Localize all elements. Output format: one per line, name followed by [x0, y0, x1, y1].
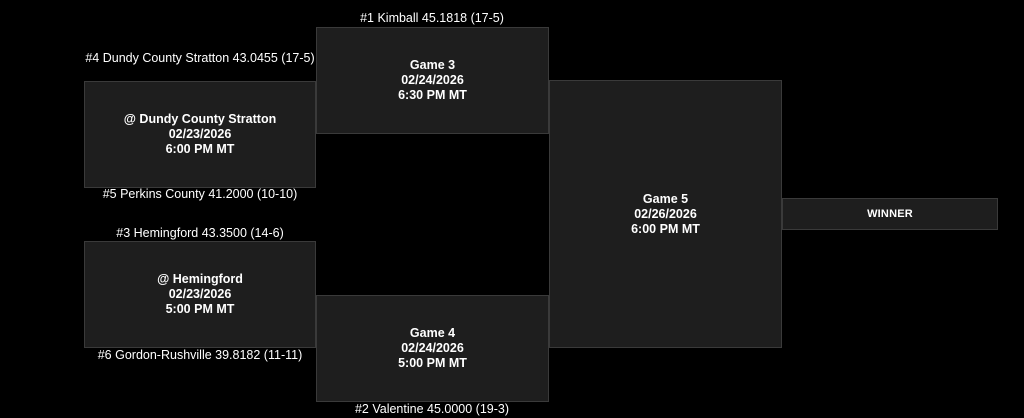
game-4-box[interactable]: Game 4 02/24/2026 5:00 PM MT — [316, 295, 549, 402]
game-3-title: Game 3 — [409, 58, 456, 72]
game-3-date: 02/24/2026 — [401, 73, 464, 87]
game-2-box[interactable]: @ Hemingford 02/23/2026 5:00 PM MT — [84, 241, 316, 348]
game-5-title: Game 5 — [642, 191, 689, 206]
game-5-date: 02/26/2026 — [634, 206, 697, 221]
game-4-time: 5:00 PM MT — [398, 356, 467, 370]
game-2-title: @ Hemingford — [157, 272, 243, 286]
seed-6-label: #6 Gordon-Rushville 39.8182 (11-11) — [97, 348, 303, 362]
game-3-box[interactable]: Game 3 02/24/2026 6:30 PM MT — [316, 27, 549, 134]
game-4-title: Game 4 — [409, 326, 456, 340]
winner-box[interactable]: WINNER — [782, 198, 998, 230]
winner-label: WINNER — [867, 207, 913, 220]
game-5-box[interactable]: Game 5 02/26/2026 6:00 PM MT — [549, 80, 782, 348]
seed-4-label: #4 Dundy County Stratton 43.0455 (17-5) — [85, 51, 315, 65]
seed-1-label: #1 Kimball 45.1818 (17-5) — [360, 11, 504, 25]
game-3-time: 6:30 PM MT — [398, 88, 467, 102]
game-1-title: @ Dundy County Stratton — [123, 112, 277, 126]
game-2-date: 02/23/2026 — [168, 287, 232, 301]
game-1-time: 6:00 PM MT — [165, 142, 235, 156]
seed-3-label: #3 Hemingford 43.3500 (14-6) — [116, 226, 284, 240]
game-1-box[interactable]: @ Dundy County Stratton 02/23/2026 6:00 … — [84, 81, 316, 188]
seed-2-label: #2 Valentine 45.0000 (19-3) — [354, 402, 510, 416]
game-2-time: 5:00 PM MT — [165, 302, 235, 316]
seed-5-label: #5 Perkins County 41.2000 (10-10) — [102, 187, 298, 201]
game-4-date: 02/24/2026 — [401, 341, 464, 355]
game-5-time: 6:00 PM MT — [631, 221, 700, 236]
game-1-date: 02/23/2026 — [168, 127, 232, 141]
